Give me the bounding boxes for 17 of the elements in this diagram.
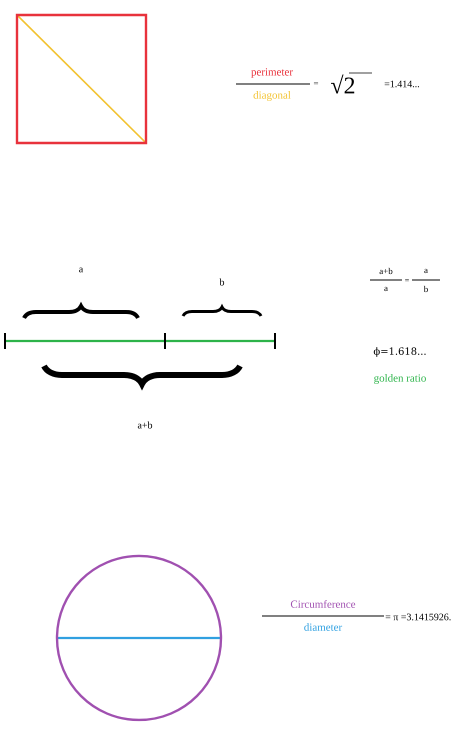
equals-sign: = bbox=[314, 82, 318, 84]
value-text: ϕ=1.618... bbox=[374, 347, 426, 357]
segment-label: a+b bbox=[138, 421, 152, 428]
fraction-denominator: diagonal bbox=[254, 91, 291, 101]
fraction-numerator: a bbox=[424, 268, 428, 274]
fraction-denominator: diameter bbox=[304, 623, 342, 631]
segment-label: a bbox=[79, 268, 84, 272]
fraction-denominator: a bbox=[384, 286, 388, 292]
fraction-numerator: Circumference bbox=[290, 600, 356, 608]
value-text: = π =3.1415926. bbox=[386, 614, 451, 620]
fraction-denominator: b bbox=[424, 286, 428, 292]
caption-text: golden ratio bbox=[374, 374, 426, 384]
fraction-numerator: a+b bbox=[380, 268, 392, 274]
segment-label: b bbox=[220, 278, 224, 286]
value-text: =1.414... bbox=[384, 80, 420, 88]
fraction-numerator: perimeter bbox=[251, 68, 293, 78]
square-root: √2 bbox=[331, 74, 354, 94]
